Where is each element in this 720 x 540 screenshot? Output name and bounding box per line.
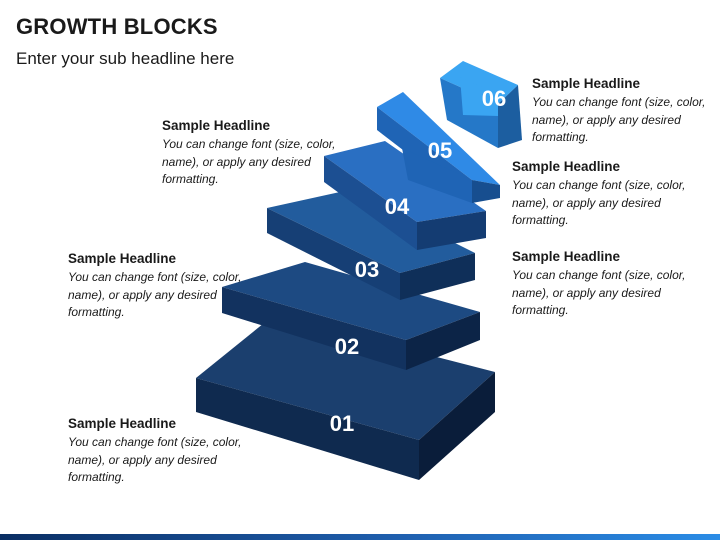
- block-01-right: [419, 372, 495, 480]
- block-04-right: [417, 211, 486, 250]
- block-05-front: [402, 148, 472, 203]
- block-02-top: [222, 262, 480, 340]
- block-02-left: [222, 287, 406, 370]
- growth-block-02: 02: [222, 262, 480, 370]
- callout-04-text: You can change font (size, color, name),…: [512, 268, 686, 317]
- callout-02-text: You can change font (size, color, name),…: [68, 270, 242, 319]
- callout-01: Sample Headline You can change font (siz…: [68, 416, 248, 487]
- callout-05-headline: Sample Headline: [512, 159, 621, 174]
- growth-block-06: 06: [440, 61, 522, 148]
- block-03-label: 03: [355, 257, 379, 282]
- callout-03-text: You can change font (size, color, name),…: [162, 137, 336, 186]
- callout-06-text: You can change font (size, color, name),…: [532, 95, 706, 144]
- callout-06-headline: Sample Headline: [532, 76, 641, 91]
- block-06-right: [498, 85, 522, 148]
- block-04-label: 04: [385, 194, 410, 219]
- growth-block-04: 04: [324, 141, 486, 250]
- callout-02: Sample Headline You can change font (siz…: [68, 251, 248, 322]
- callout-05-text: You can change font (size, color, name),…: [512, 178, 686, 227]
- block-06-face: [460, 77, 498, 116]
- callout-01-text: You can change font (size, color, name),…: [68, 435, 242, 484]
- callout-03: Sample Headline You can change font (siz…: [162, 118, 342, 189]
- page-title: GROWTH BLOCKS: [16, 14, 218, 39]
- block-04-top: [324, 141, 486, 222]
- block-05-right: [472, 180, 500, 203]
- callout-01-headline: Sample Headline: [68, 416, 177, 431]
- callout-04: Sample Headline You can change font (siz…: [512, 249, 692, 320]
- block-05-top: [377, 92, 500, 185]
- growth-block-05: 05: [377, 92, 500, 203]
- callout-06: Sample Headline You can change font (siz…: [532, 76, 712, 147]
- block-03-right: [400, 253, 475, 300]
- page-subtitle: Enter your sub headline here: [16, 49, 235, 68]
- block-01-top: [196, 315, 495, 440]
- block-04-left: [324, 156, 417, 250]
- block-03-top: [267, 190, 475, 273]
- block-03-left: [267, 208, 400, 300]
- block-01-left: [196, 378, 419, 480]
- block-02-label: 02: [335, 334, 359, 359]
- block-01-label: 01: [330, 411, 354, 436]
- callout-05: Sample Headline You can change font (siz…: [512, 159, 692, 230]
- growth-block-03: 03: [267, 190, 475, 300]
- growth-block-01: 01: [196, 315, 495, 480]
- block-06-top: [440, 61, 518, 104]
- block-02-right: [406, 312, 480, 370]
- footer-accent-bar: [0, 534, 720, 540]
- callout-03-headline: Sample Headline: [162, 118, 271, 133]
- block-05-label: 05: [428, 138, 452, 163]
- callout-02-headline: Sample Headline: [68, 251, 177, 266]
- callout-04-headline: Sample Headline: [512, 249, 621, 264]
- block-06-label: 06: [482, 86, 506, 111]
